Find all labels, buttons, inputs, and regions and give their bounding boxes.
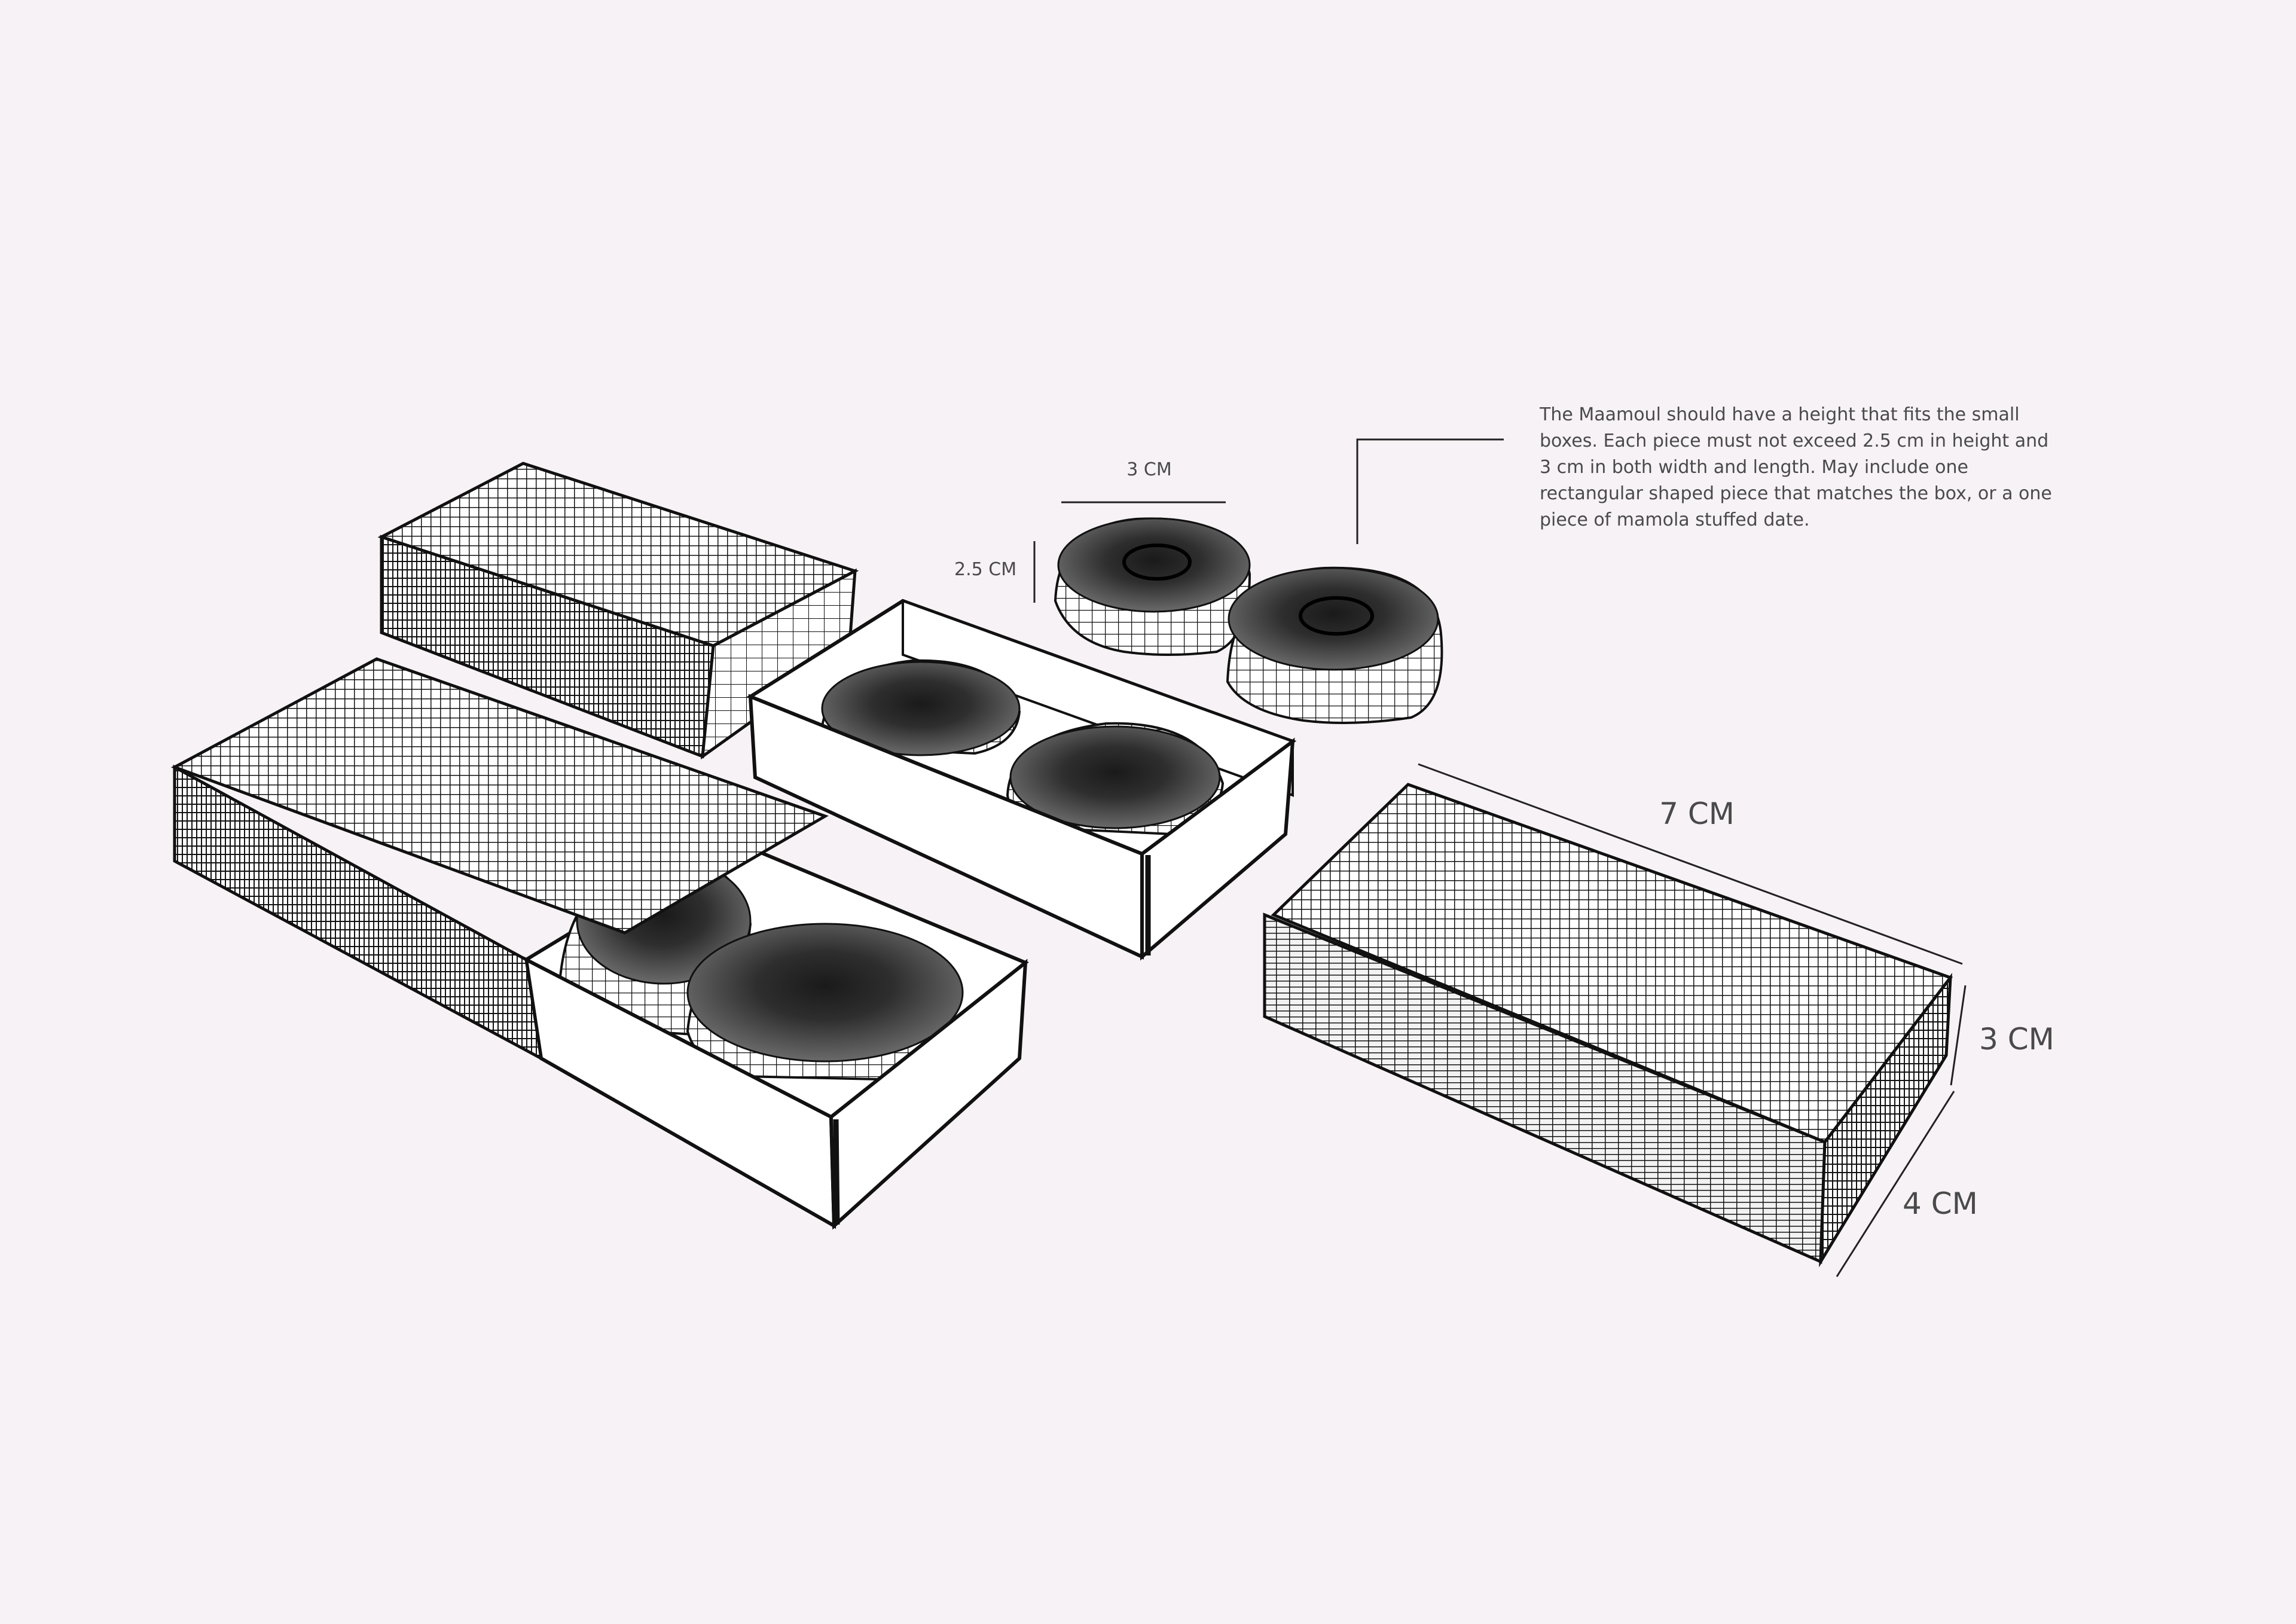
- closed-box: [1263, 783, 1953, 1268]
- label-box-length: 7 CM: [1659, 796, 1735, 831]
- maamoul-piece-1: [1054, 517, 1251, 656]
- leader-line: [1356, 438, 1504, 544]
- dim-line-box-height: [1950, 985, 1967, 1086]
- tray-bottom-end-wall: [829, 958, 1028, 1230]
- sleeve-bottom-left-top-face: [170, 657, 829, 935]
- tray-middle: [746, 599, 1297, 961]
- dimension-lines: [1033, 438, 1967, 1277]
- tray-bottom-piece-2: [686, 923, 964, 1081]
- tray-middle-end-wall: [1140, 737, 1295, 961]
- sleeve-bottom-left: [170, 657, 1029, 1230]
- label-box-width: 4 CM: [1903, 1186, 1978, 1221]
- closed-box-end-face: [1819, 973, 1952, 1268]
- dim-line-box-width: [1836, 1091, 1955, 1277]
- label-piece-width: 3 CM: [1126, 459, 1171, 480]
- dim-line-box-length: [1418, 763, 1963, 965]
- label-piece-height: 2.5 CM: [954, 559, 1016, 580]
- design-note: The Maamoul should have a height that fi…: [1540, 404, 2052, 530]
- sleeve-top-left: [377, 462, 859, 760]
- label-box-height: 3 CM: [1979, 1022, 2054, 1057]
- maamoul-piece-2: [1226, 566, 1443, 724]
- sleeve-bottom-left-side-face: [173, 764, 544, 1061]
